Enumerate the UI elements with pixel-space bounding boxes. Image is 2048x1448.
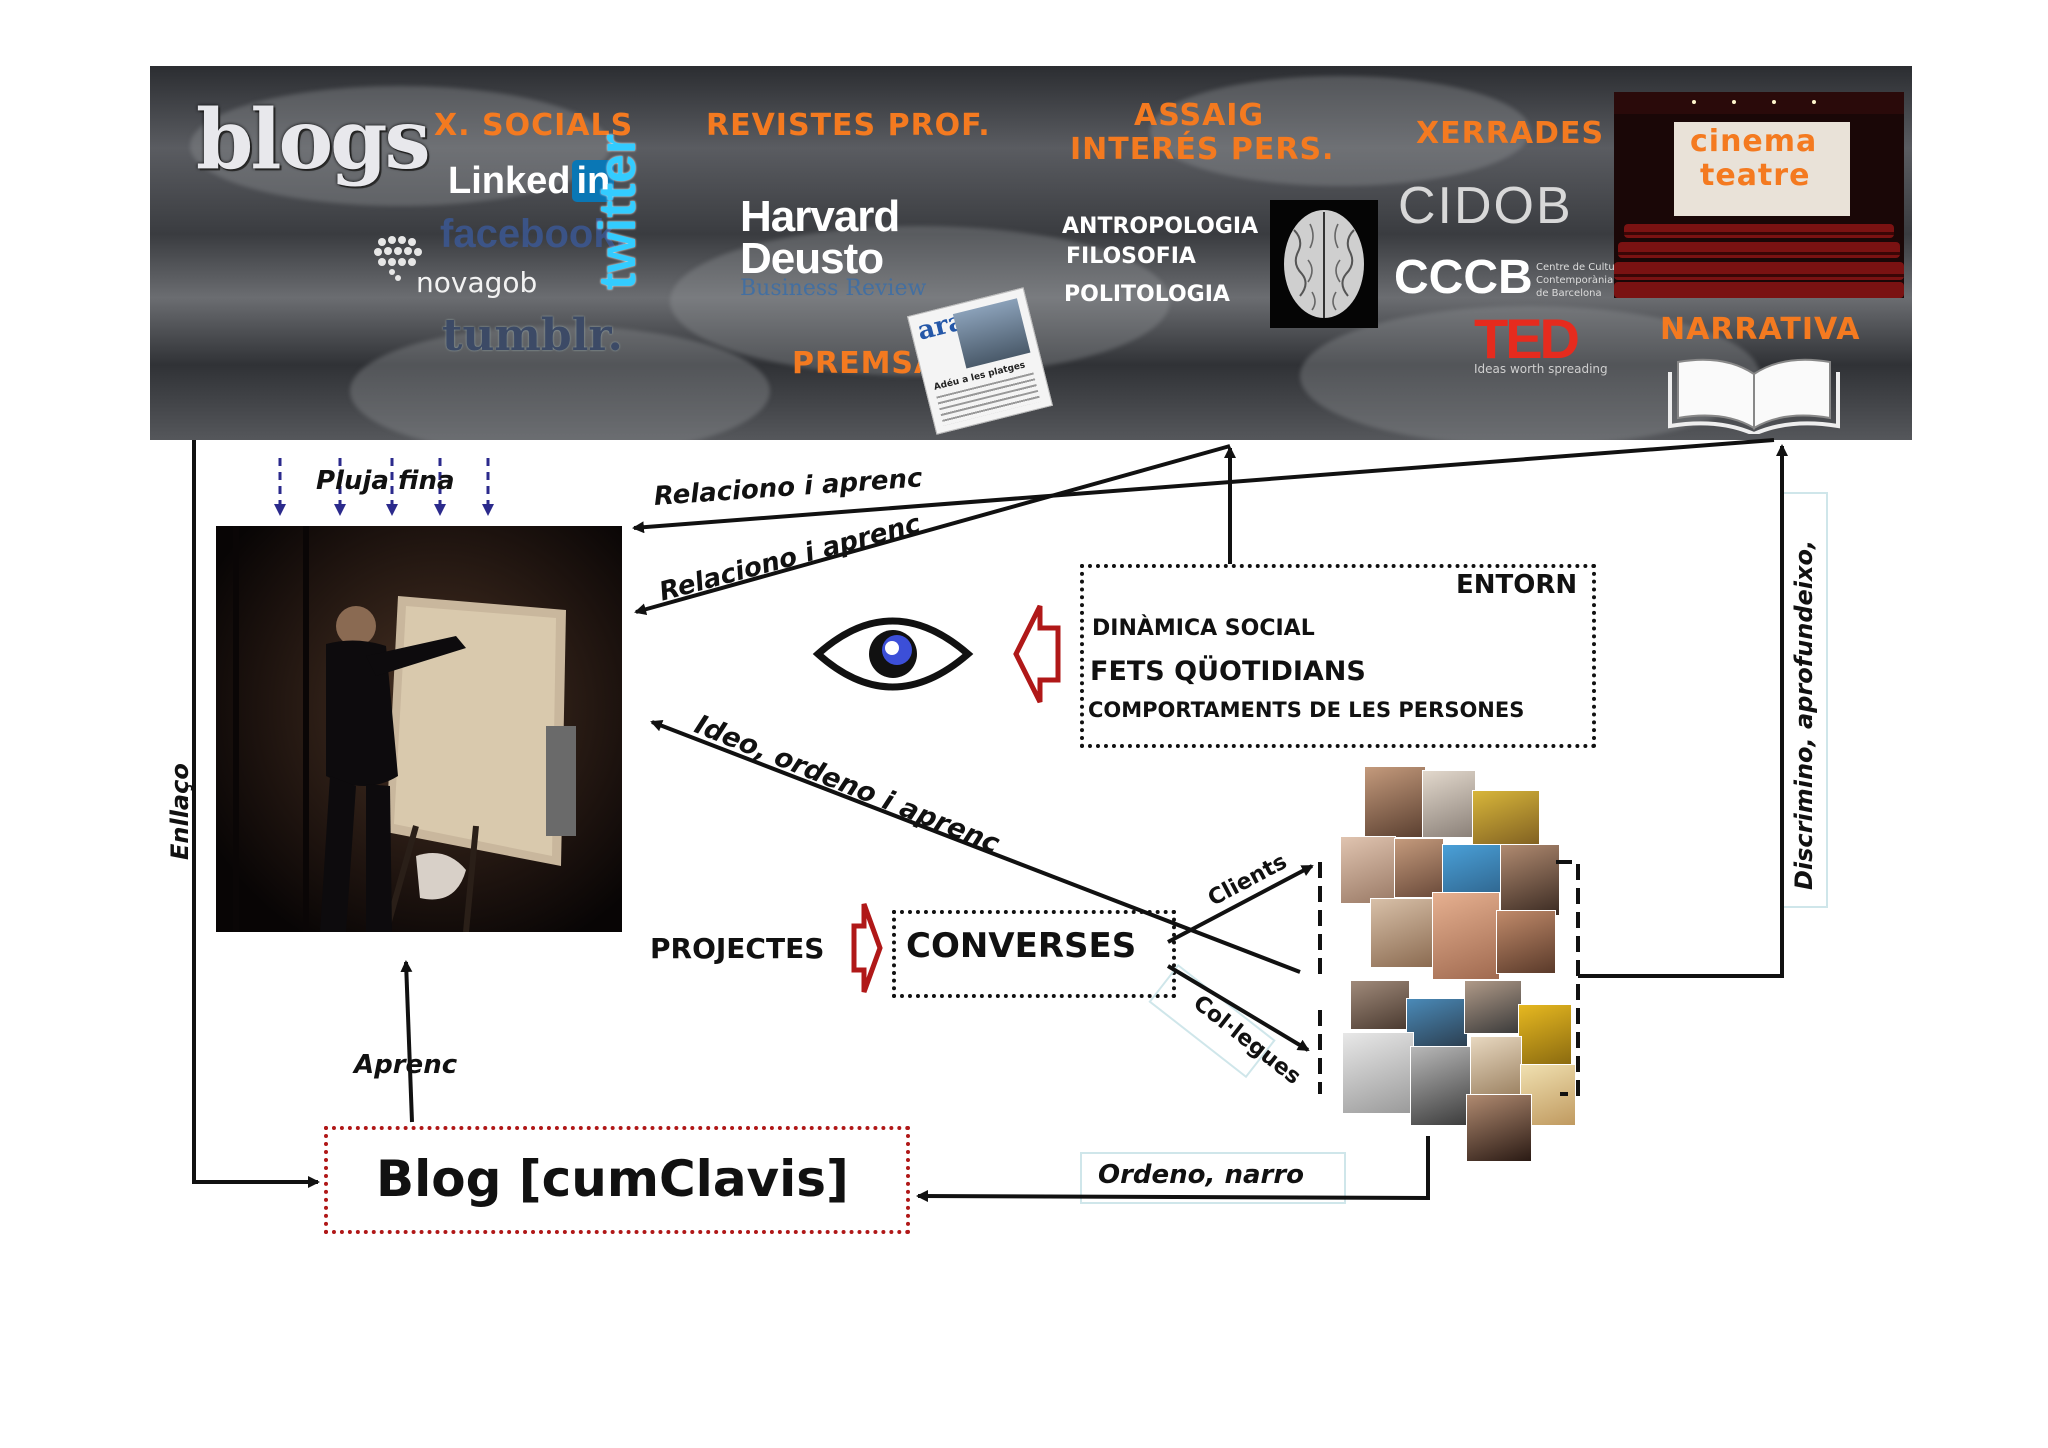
xsocials-heading: X. SOCIALS: [434, 108, 634, 143]
assaig-heading: ASSAIG: [1134, 98, 1265, 133]
converses-box: [892, 910, 1176, 998]
clients-arrow: [1167, 864, 1314, 944]
enllaco-label: Enllaço: [166, 763, 194, 860]
novagob-text: novagob: [416, 266, 538, 299]
entorn-item-comportaments: COMPORTAMENTS DE LES PERSONES: [1088, 698, 1525, 722]
ordeno-arrow: [916, 1136, 1430, 1203]
aprenc-arrow: [400, 960, 414, 1123]
cloud-shape: [1150, 76, 1530, 186]
brain-image: [1270, 200, 1378, 328]
deusto-text: Deusto: [740, 234, 884, 283]
relaciono-arrow-lower: [634, 444, 1231, 616]
open-book-icon: [1668, 358, 1840, 434]
aprenc-label: Aprenc: [354, 1050, 458, 1080]
faces-bracket-right: [1556, 860, 1580, 1096]
teatre-text: teatre: [1700, 158, 1811, 193]
discrimino-label: Discrimino, aprofundeixo,: [1790, 539, 1818, 890]
discrimino-arrow: [1588, 444, 1788, 978]
premsa-heading: PREMSA: [792, 346, 939, 381]
relaciono-arrow-upper: [632, 438, 1775, 534]
blog-title: Blog [cumClavis]: [376, 1150, 849, 1208]
face-photo: [1410, 1046, 1474, 1126]
face-photo: [1466, 1094, 1532, 1162]
faces-cluster-collegues: [1330, 980, 1576, 1162]
entorn-title: ENTORN: [1456, 570, 1578, 600]
entorn-item-fets: FETS QÜOTIDIANS: [1090, 656, 1366, 687]
xerrades-heading: XERRADES: [1416, 116, 1605, 151]
cloud-shape: [350, 326, 770, 440]
cidob-logo: CIDOB: [1398, 177, 1573, 235]
entorn-box: [1080, 564, 1596, 748]
cccb-logo: CCCB: [1394, 251, 1533, 304]
face-photo: [1350, 980, 1410, 1030]
linkedin-in-badge: in: [572, 160, 615, 202]
face-photo: [1464, 980, 1522, 1034]
antropologia-text: ANTROPOLOGIA: [1062, 214, 1259, 239]
novagob-icon: [374, 236, 422, 281]
face-photo: [1422, 770, 1476, 838]
ordeno-label-box: [1080, 1152, 1346, 1204]
presenter-flipchart-photo: [216, 526, 622, 932]
cccb-subtitle-1: Centre de Cultura: [1536, 262, 1625, 273]
blog-box: [324, 1126, 910, 1234]
cinema-theatre-image: [1614, 92, 1904, 298]
projectes-red-arrow-icon: [851, 903, 883, 993]
entorn-item-dinamica: DINÀMICA SOCIAL: [1092, 616, 1315, 641]
ted-logo: TED: [1474, 307, 1580, 370]
cccb-subtitle-3: de Barcelona: [1536, 288, 1602, 299]
ordeno-label: Ordeno, narro: [1098, 1160, 1305, 1190]
ted-tagline: Ideas worth spreading: [1474, 362, 1608, 376]
pluja-fina-label: Pluja fina: [316, 466, 455, 496]
facebook-logo: facebook.: [440, 212, 627, 256]
faces-cluster-clients: [1330, 760, 1570, 980]
linkedin-text: Linked: [448, 160, 571, 202]
cccb-subtitle-2: Contemporània: [1536, 275, 1614, 286]
cloud-shape: [190, 86, 610, 206]
projectes-text: PROJECTES: [650, 932, 825, 965]
enllaco-arrow: [192, 440, 320, 1188]
eye-icon: [812, 617, 974, 691]
face-photo: [1500, 844, 1560, 916]
filosofia-text: FILOSOFIA: [1066, 244, 1196, 269]
harvard-text: Harvard: [740, 192, 900, 241]
interes-heading: INTERÉS PERS.: [1070, 132, 1335, 167]
tumblr-logo: tumblr.: [442, 310, 623, 361]
cinema-text: cinema: [1690, 124, 1818, 159]
business-review-text: Business Review: [740, 276, 927, 301]
revistes-heading: REVISTES PROF.: [706, 108, 991, 143]
face-photo: [1518, 1004, 1572, 1066]
blogs-logo: blogs: [196, 92, 431, 188]
face-photo: [1394, 838, 1444, 898]
narrativa-heading: NARRATIVA: [1660, 312, 1861, 347]
collegues-arrow: [1166, 964, 1310, 1052]
face-photo: [1472, 790, 1540, 852]
converses-text: CONVERSES: [906, 926, 1137, 966]
entorn-red-arrow-icon: [1013, 604, 1061, 704]
face-photo: [1370, 898, 1436, 968]
politologia-text: POLITOLOGIA: [1064, 282, 1230, 307]
face-photo: [1496, 910, 1556, 974]
